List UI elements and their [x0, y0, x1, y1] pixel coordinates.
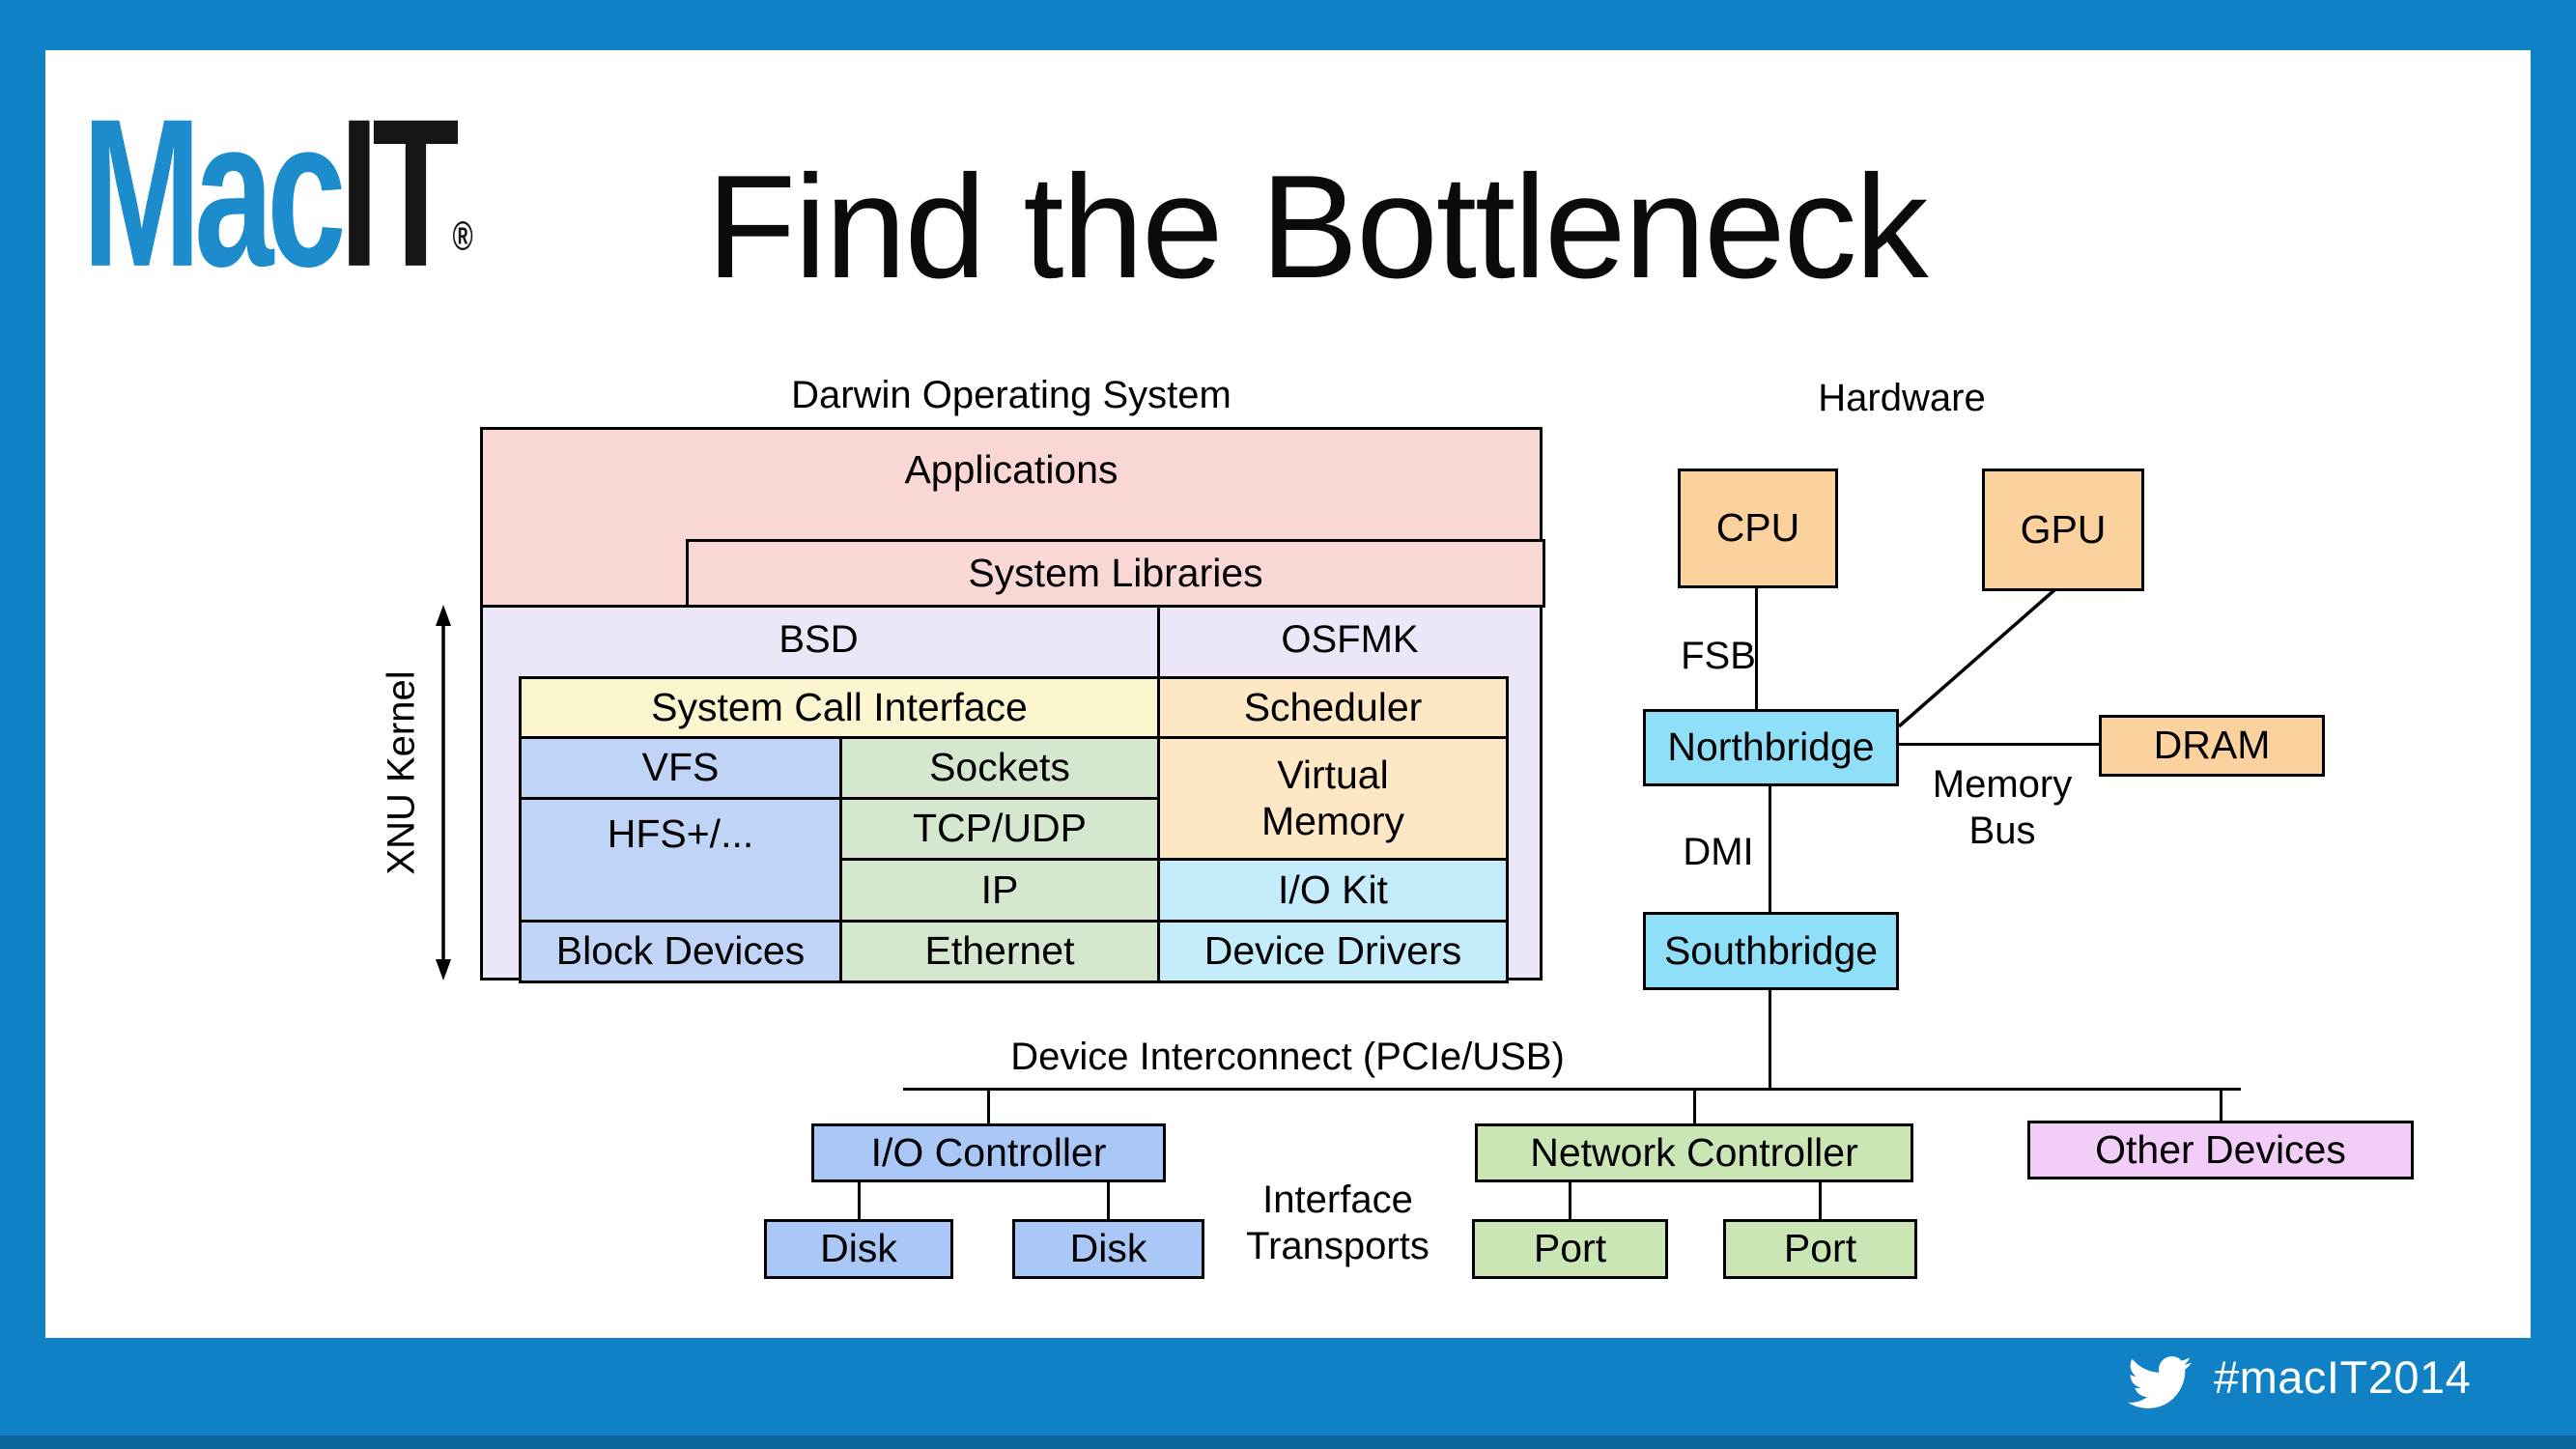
logo-mac-text: Mac [82, 76, 347, 312]
ethernet-cell: Ethernet [839, 920, 1160, 983]
disk-right-box: Disk [1012, 1219, 1204, 1279]
scheduler-label: Scheduler [1243, 684, 1423, 729]
disk-right-label: Disk [1069, 1226, 1147, 1271]
system-libraries-label: System Libraries [968, 550, 1263, 595]
disk-left-line [858, 1179, 861, 1219]
applications-label: Applications [904, 447, 1118, 492]
io-controller-box: I/O Controller [811, 1123, 1166, 1182]
gpu-label: GPU [2020, 506, 2107, 552]
port-right-box: Port [1723, 1219, 1917, 1279]
virtual-memory-cell: Virtual Memory [1157, 736, 1509, 861]
device-drivers-label: Device Drivers [1203, 928, 1462, 974]
network-controller-drop-line [1693, 1088, 1696, 1123]
network-controller-label: Network Controller [1530, 1129, 1858, 1175]
port-right-label: Port [1783, 1226, 1857, 1271]
southbridge-box: Southbridge [1643, 912, 1899, 990]
memory-bus-line [1897, 743, 2101, 746]
darwin-heading: Darwin Operating System [791, 374, 1231, 416]
memory-bus-label: Memory Bus [1932, 763, 2073, 852]
gpu-box: GPU [1982, 469, 2144, 591]
twitter-icon [2128, 1356, 2193, 1408]
system-call-interface-cell: System Call Interface [519, 676, 1160, 739]
fsb-label: FSB [1681, 635, 1756, 677]
logo-it-text: IT [339, 76, 459, 312]
vfs-cell: VFS [519, 736, 842, 800]
southbridge-bus-line [1769, 988, 1771, 1090]
osfmk-label: OSFMK [1281, 618, 1419, 661]
port-left-box: Port [1472, 1219, 1668, 1279]
bottom-accent-strip [0, 1435, 2576, 1449]
sockets-cell: Sockets [839, 736, 1160, 800]
other-devices-label: Other Devices [2095, 1126, 2346, 1172]
network-controller-box: Network Controller [1475, 1123, 1913, 1182]
ethernet-label: Ethernet [924, 928, 1075, 974]
system-call-interface-label: System Call Interface [651, 684, 1028, 729]
device-interconnect-bus [903, 1088, 2241, 1091]
block-devices-cell: Block Devices [519, 920, 842, 983]
tcp-udp-cell: TCP/UDP [839, 797, 1160, 861]
northbridge-box: Northbridge [1643, 709, 1899, 786]
registered-mark: ® [452, 212, 473, 259]
northbridge-label: Northbridge [1667, 724, 1875, 770]
io-controller-drop-line [987, 1088, 990, 1123]
port-left-line [1569, 1179, 1571, 1219]
dram-box: DRAM [2099, 715, 2325, 777]
bsd-label: BSD [778, 618, 859, 661]
ip-label: IP [980, 867, 1019, 912]
interface-transports-label: Interface Transports [1246, 1179, 1430, 1267]
dram-label: DRAM [2153, 723, 2271, 768]
disk-left-label: Disk [820, 1226, 897, 1271]
dmi-line [1769, 784, 1771, 914]
port-right-line [1819, 1179, 1822, 1219]
device-interconnect-label: Device Interconnect (PCIe/USB) [1010, 1036, 1565, 1078]
io-kit-label: I/O Kit [1278, 867, 1388, 912]
macit-logo: MacIT® [82, 88, 473, 299]
hfs-cell: HFS+/... [519, 797, 842, 923]
dmi-label: DMI [1683, 831, 1754, 873]
xnu-kernel-label: XNU Kernel [380, 670, 423, 875]
disk-right-line [1107, 1179, 1110, 1219]
hashtag-label: #macIT2014 [2214, 1351, 2472, 1403]
southbridge-label: Southbridge [1663, 927, 1879, 973]
virtual-memory-label: Virtual Memory [1260, 753, 1405, 843]
device-drivers-cell: Device Drivers [1157, 920, 1509, 983]
port-left-label: Port [1533, 1226, 1607, 1271]
other-devices-drop-line [2220, 1088, 2222, 1123]
hardware-heading: Hardware [1818, 377, 1986, 419]
io-kit-cell: I/O Kit [1157, 858, 1509, 923]
cpu-box: CPU [1678, 469, 1838, 588]
slide-title: Find the Bottleneck [706, 145, 1928, 309]
disk-left-box: Disk [764, 1219, 953, 1279]
vfs-label: VFS [641, 745, 720, 790]
block-devices-label: Block Devices [555, 928, 806, 974]
tcp-udp-label: TCP/UDP [913, 806, 1087, 851]
hfs-label: HFS+/... [607, 811, 754, 856]
io-controller-label: I/O Controller [870, 1129, 1107, 1175]
scheduler-cell: Scheduler [1157, 676, 1509, 739]
sockets-label: Sockets [929, 745, 1070, 790]
cpu-label: CPU [1715, 505, 1800, 551]
cpu-fsb-line [1755, 585, 1758, 711]
other-devices-box: Other Devices [2027, 1121, 2414, 1179]
ip-cell: IP [839, 858, 1160, 923]
system-libraries-box: System Libraries [686, 539, 1545, 608]
